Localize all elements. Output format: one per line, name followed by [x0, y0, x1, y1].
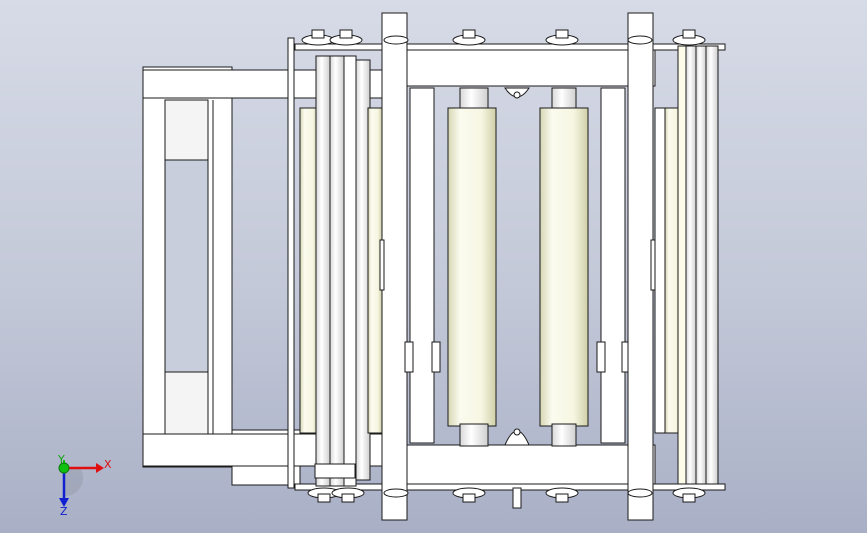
cam-block [596, 341, 606, 373]
triad-origin [58, 462, 70, 474]
right-upright-slot [650, 239, 656, 291]
bottom-right-plate [404, 444, 656, 486]
top-rail [294, 43, 726, 51]
x-axis-label: X [104, 458, 112, 471]
main-roller-2 [539, 87, 589, 447]
inner-guide-right [600, 87, 626, 444]
z-axis-label: Z [60, 505, 68, 518]
cam-block [404, 341, 414, 373]
inner-guide-left [409, 87, 435, 444]
bottom-rail [294, 483, 726, 491]
bottom-bearing-nuts [307, 463, 706, 509]
top-bearing-nuts [301, 29, 706, 46]
y-axis-label: Y [57, 453, 65, 466]
triad-shadow [64, 468, 84, 497]
top-right-plate [404, 45, 656, 87]
left-upright-slot [379, 239, 385, 291]
side-rollers-right [654, 45, 719, 485]
cam-block [431, 341, 441, 373]
left-upright [381, 12, 408, 521]
side-rollers-left [287, 37, 383, 489]
tension-clip-top [504, 87, 530, 99]
main-roller-1 [447, 87, 497, 447]
axis-triad: X Y Z [57, 453, 112, 518]
tension-clip-bottom [504, 428, 530, 446]
left-bracket [142, 66, 301, 486]
right-upright [627, 12, 654, 521]
